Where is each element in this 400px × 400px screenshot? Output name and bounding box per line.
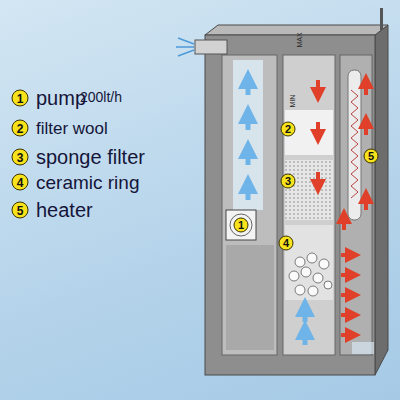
heater-tube	[348, 70, 361, 220]
callout-number: 5	[364, 149, 379, 164]
heater-chamber	[340, 55, 372, 355]
legend-text: sponge filter	[36, 147, 145, 167]
legend-text: filter wool	[36, 120, 108, 137]
ceramic-rings	[289, 253, 332, 296]
level-mark: MAX	[296, 32, 303, 47]
glass-reflection	[352, 342, 374, 354]
callout-number: 1	[12, 90, 29, 107]
callout-number: 3	[12, 149, 29, 166]
callout-number: 3	[281, 174, 296, 189]
flow-arrows-up	[248, 79, 305, 345]
pump-chamber	[222, 55, 277, 355]
suction-rod	[380, 8, 383, 30]
callout-number: 5	[12, 202, 29, 219]
ceramic-ring-basket	[285, 225, 333, 300]
water-jet	[176, 38, 194, 56]
pump-fan	[230, 214, 252, 236]
housing-side	[375, 25, 388, 375]
legend-text: heater	[36, 200, 93, 220]
media-chamber	[283, 55, 335, 355]
callout-number: 4	[279, 236, 294, 251]
outlet-pipe	[195, 40, 227, 54]
callout-number: 1	[234, 218, 249, 233]
level-mark: MIN	[289, 95, 296, 108]
callout-number: 4	[12, 174, 29, 191]
riser-tube	[233, 60, 263, 210]
heater-element	[351, 90, 358, 198]
pump-body	[226, 210, 256, 240]
sponge-filter	[285, 160, 333, 220]
legend-text: ceramic ring	[36, 173, 139, 192]
callout-number: 2	[12, 120, 29, 137]
chamber-bottom	[226, 245, 274, 350]
callout-number: 2	[281, 122, 296, 137]
housing-front	[205, 35, 375, 375]
flow-arrows	[318, 80, 366, 335]
legend-text: pump	[36, 88, 86, 108]
flow-rate: 200lt/h	[80, 90, 122, 104]
